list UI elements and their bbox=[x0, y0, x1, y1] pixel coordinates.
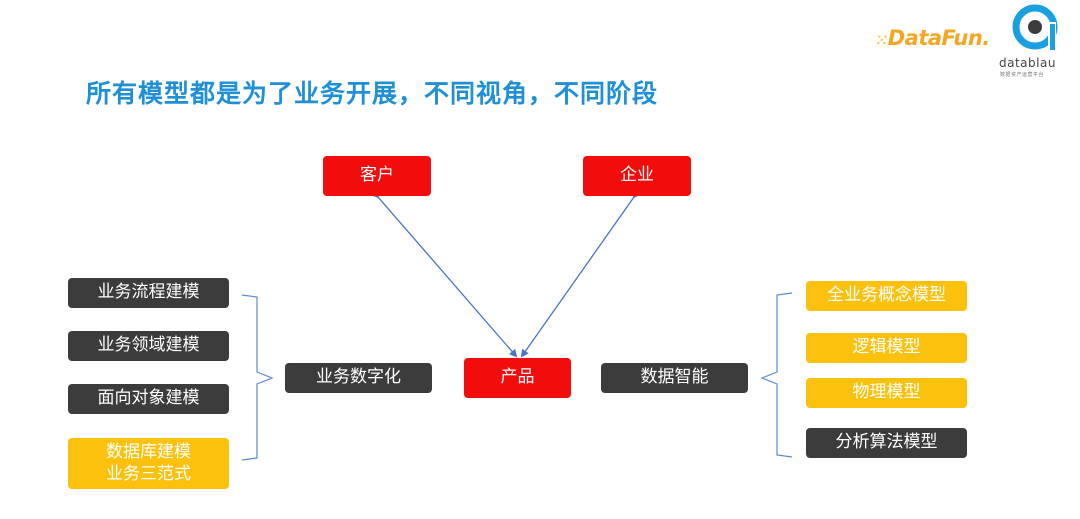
datafun-logo-text: DataFun. bbox=[887, 26, 991, 50]
page-title: 所有模型都是为了业务开展，不同视角，不同阶段 bbox=[86, 79, 659, 108]
left-bracket bbox=[241, 294, 274, 461]
left-item-database-modeling-line1: 数据库建模 bbox=[106, 442, 191, 463]
datablau-logo-icon bbox=[1012, 4, 1058, 52]
datafun-dots-icon: ⁙ bbox=[876, 33, 888, 49]
right-item-physical-model: 物理模型 bbox=[806, 378, 967, 408]
left-item-object-modeling: 面向对象建模 bbox=[68, 384, 229, 414]
left-item-database-modeling: 数据库建模 业务三范式 bbox=[68, 438, 229, 489]
datablau-logo-subtitle: 数据资产运营平台 bbox=[1000, 72, 1045, 78]
node-data-intelligence: 数据智能 bbox=[601, 363, 748, 393]
node-enterprise: 企业 bbox=[583, 156, 691, 196]
arrow-enterprise-product bbox=[520, 189, 641, 358]
right-item-logical-model: 逻辑模型 bbox=[806, 333, 967, 363]
right-bracket bbox=[760, 292, 793, 458]
node-customer: 客户 bbox=[323, 156, 431, 196]
right-item-analytics-model: 分析算法模型 bbox=[806, 428, 967, 458]
node-business-digitalization: 业务数字化 bbox=[285, 363, 432, 393]
datafun-logo: ⁙DataFun. bbox=[876, 26, 990, 50]
arrow-customer-product bbox=[371, 189, 518, 358]
node-product: 产品 bbox=[464, 358, 571, 398]
datablau-logo-text: datablau bbox=[999, 56, 1056, 70]
left-item-database-modeling-line2: 业务三范式 bbox=[106, 463, 191, 484]
left-item-domain-modeling: 业务领域建模 bbox=[68, 331, 229, 361]
right-item-concept-model: 全业务概念模型 bbox=[806, 281, 967, 311]
left-item-process-modeling: 业务流程建模 bbox=[68, 278, 229, 308]
